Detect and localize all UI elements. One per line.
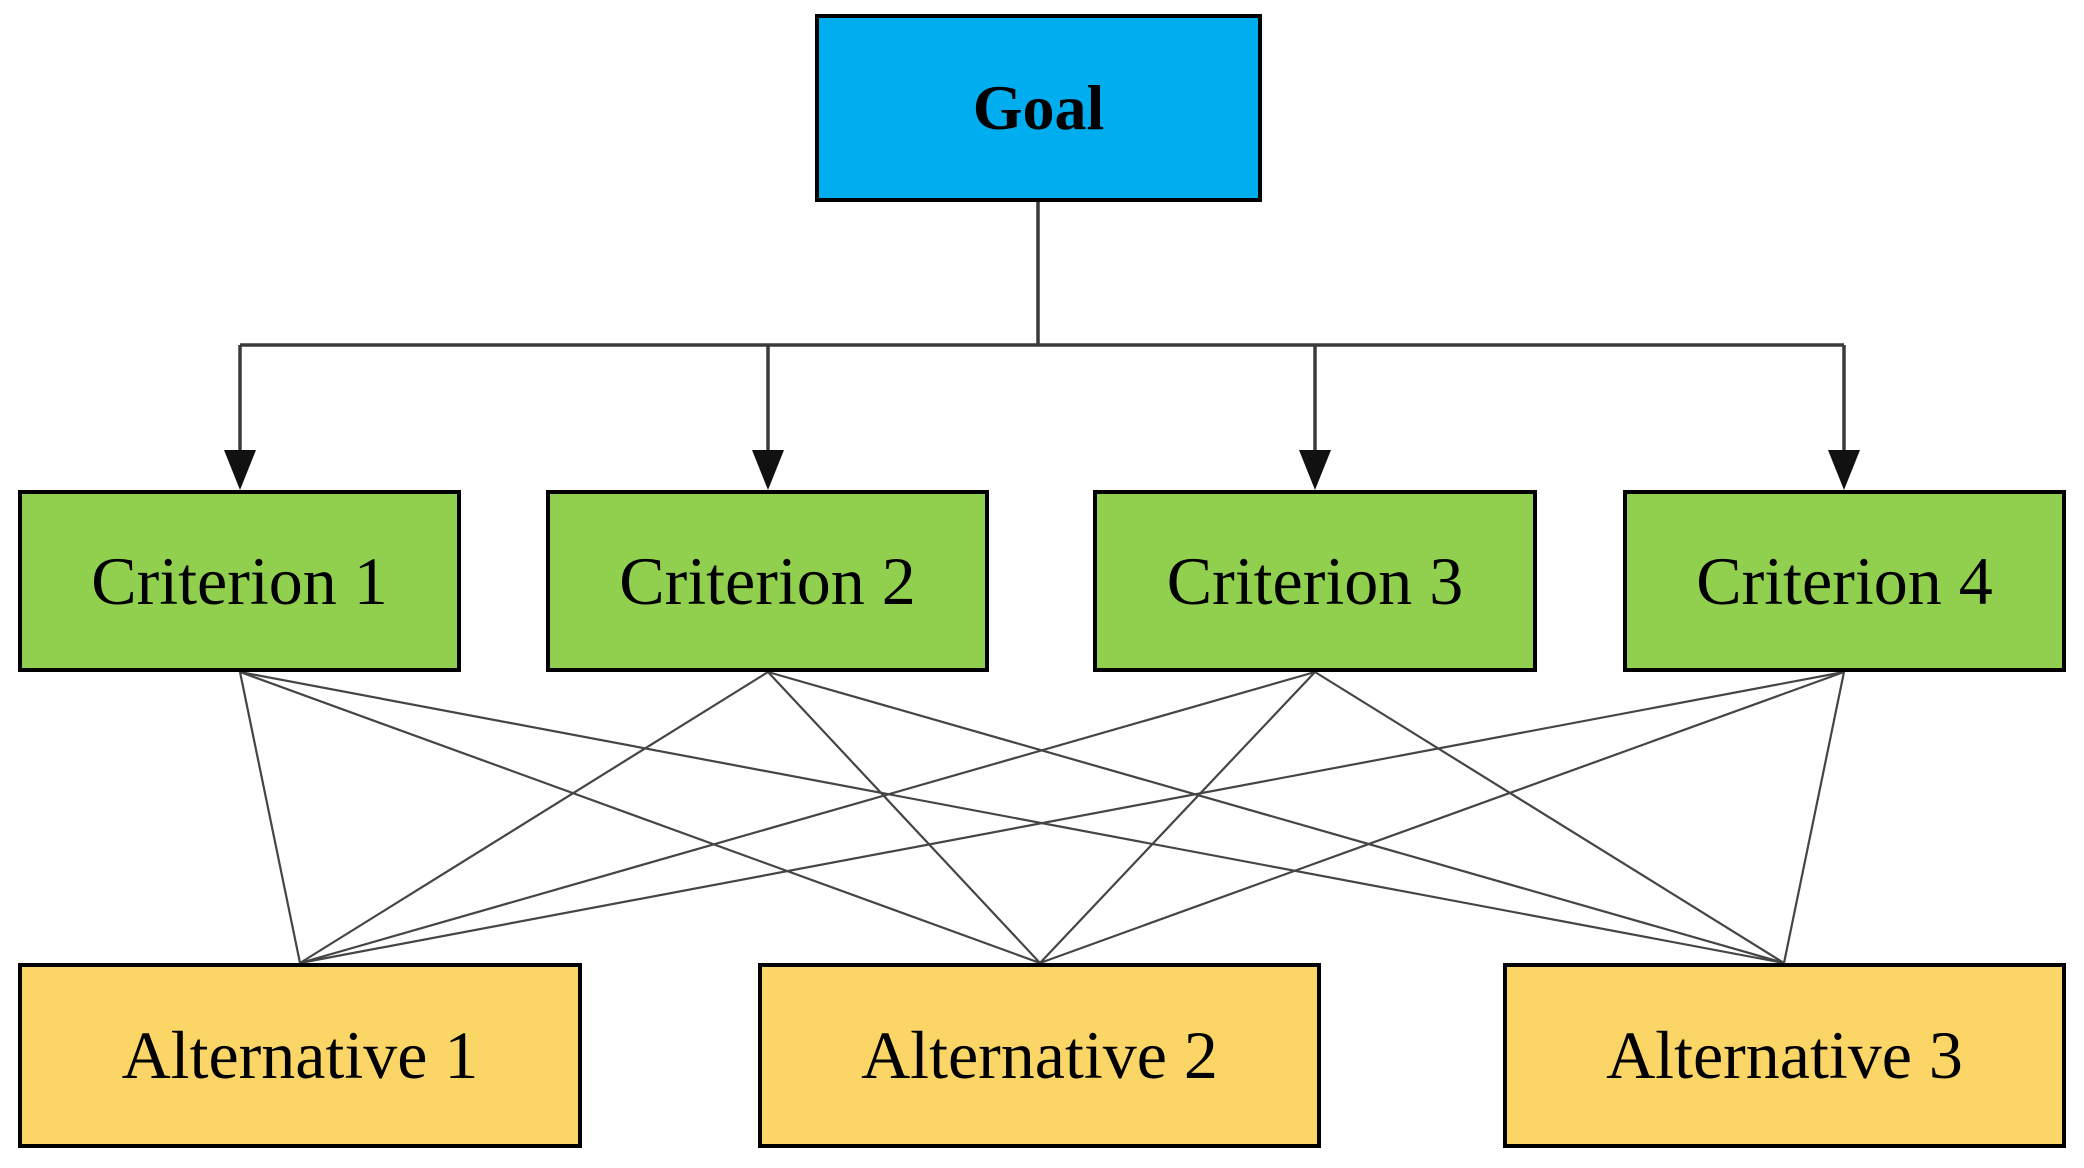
edge-c1-a3: [239, 670, 1785, 965]
edge-c4-a3: [1782, 671, 1846, 964]
alternative-2-node: Alternative 2: [758, 963, 1321, 1148]
goal-node: Goal: [815, 14, 1262, 202]
criterion-3-node: Criterion 3: [1093, 490, 1537, 672]
edge-c4-a1: [299, 670, 1845, 965]
criterion-2-node: Criterion 2: [546, 490, 989, 672]
alternative-3-node: Alternative 3: [1503, 963, 2066, 1148]
edge-c1-a2: [239, 670, 1041, 965]
edge-c2-a3: [767, 670, 1785, 965]
criterion-3-label: Criterion 3: [1166, 542, 1464, 619]
edge-c3-a3: [1314, 671, 1785, 964]
criterion-2-label: Criterion 2: [619, 542, 916, 619]
criterion-4-node: Criterion 4: [1623, 490, 2066, 672]
arrowhead-icon: [752, 450, 784, 490]
criterion-1-label: Criterion 1: [91, 542, 388, 619]
alternative-3-label: Alternative 3: [1606, 1017, 1963, 1093]
alternative-1-label: Alternative 1: [121, 1017, 479, 1093]
alternative-2-label: Alternative 2: [861, 1017, 1218, 1093]
alternative-1-node: Alternative 1: [18, 963, 582, 1148]
arrowhead-icon: [1299, 450, 1331, 490]
edge-c3-a2: [1039, 671, 1316, 964]
edge-c1-a1: [238, 671, 302, 964]
edge-c2-a1: [299, 671, 769, 964]
arrowhead-icon: [224, 450, 256, 490]
edge-c2-a2: [767, 671, 1041, 964]
goal-label: Goal: [972, 72, 1105, 143]
criterion-1-node: Criterion 1: [18, 490, 461, 672]
arrowhead-icon: [1828, 450, 1860, 490]
edge-c4-a2: [1039, 670, 1845, 965]
edge-c3-a1: [299, 670, 1316, 965]
criterion-4-label: Criterion 4: [1696, 542, 1993, 619]
